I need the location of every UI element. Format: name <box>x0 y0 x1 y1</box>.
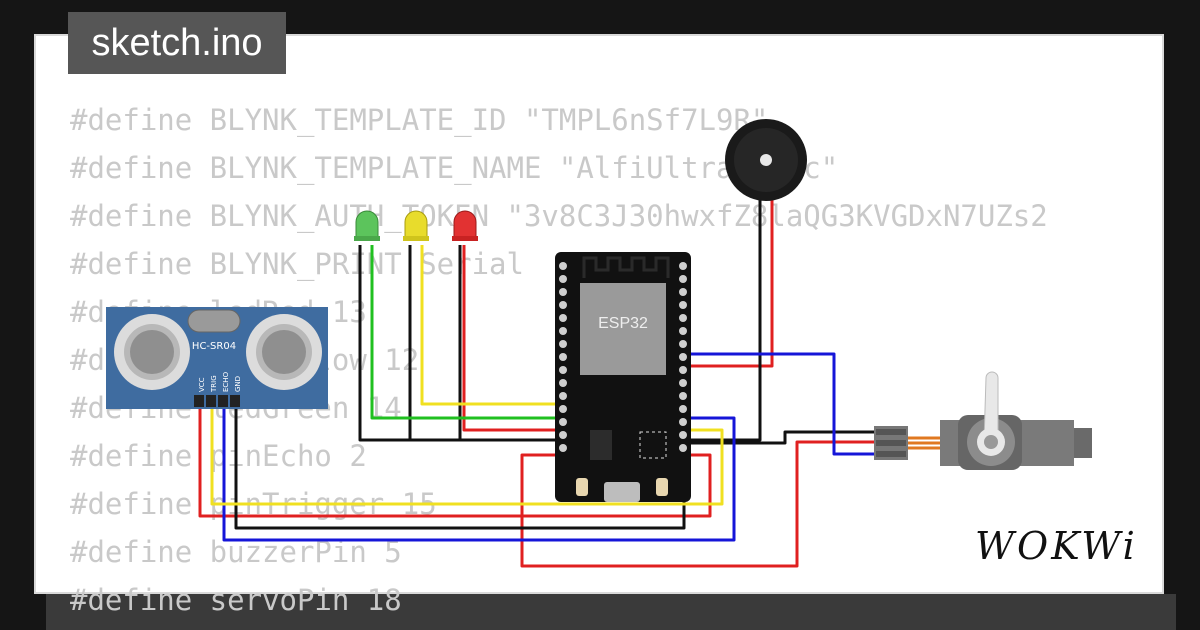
wire-blue-servo <box>690 352 876 456</box>
code-line: #define BLYNK_TEMPLATE_ID "TMPL6nSf7L9R" <box>70 103 769 137</box>
sensor-pin-gnd: GND <box>234 376 242 392</box>
wire-red-vcc <box>198 405 712 518</box>
wire-red-servo <box>520 440 876 568</box>
wire-black-leds <box>358 245 558 442</box>
led-red[interactable] <box>452 210 478 241</box>
servo-motor[interactable] <box>874 371 1092 470</box>
file-tab[interactable]: sketch.ino <box>68 12 286 74</box>
wire-red-led <box>462 245 558 432</box>
code-line: #define BLYNK_AUTH_TOKEN "3v8C3J30hwxfZ8… <box>70 199 1048 233</box>
wire-blue-echo <box>222 405 736 542</box>
wire-red-buzzer <box>690 170 774 368</box>
wokwi-logo: WOKWi <box>975 524 1138 568</box>
sensor-label: HC-SR04 <box>192 341 236 352</box>
led-green[interactable] <box>354 210 380 241</box>
wire-black-buzzer <box>690 170 762 442</box>
card-shadow <box>46 594 1176 630</box>
code-line: #define BLYNK_PRINT Serial <box>70 247 524 281</box>
wire-black-servo <box>690 430 876 445</box>
sensor-pin-trig: TRIG <box>210 375 218 393</box>
sensor-pin-echo: ECHO <box>222 371 230 392</box>
code-line: #define servoPin 18 <box>70 583 402 617</box>
wire-yellow-trig <box>210 405 724 506</box>
sensor-pin-vcc: VCC <box>198 377 206 392</box>
code-line: #define pinEcho 2 <box>70 439 367 473</box>
esp32-board[interactable]: ESP32 <box>555 252 691 502</box>
led-yellow[interactable] <box>403 210 429 241</box>
wire-yellow-led <box>420 245 558 406</box>
buzzer[interactable] <box>725 119 807 201</box>
ultrasonic-sensor[interactable]: HC-SR04 VCC TRIG ECHO GND <box>106 307 328 409</box>
esp32-label: ESP32 <box>598 315 648 332</box>
